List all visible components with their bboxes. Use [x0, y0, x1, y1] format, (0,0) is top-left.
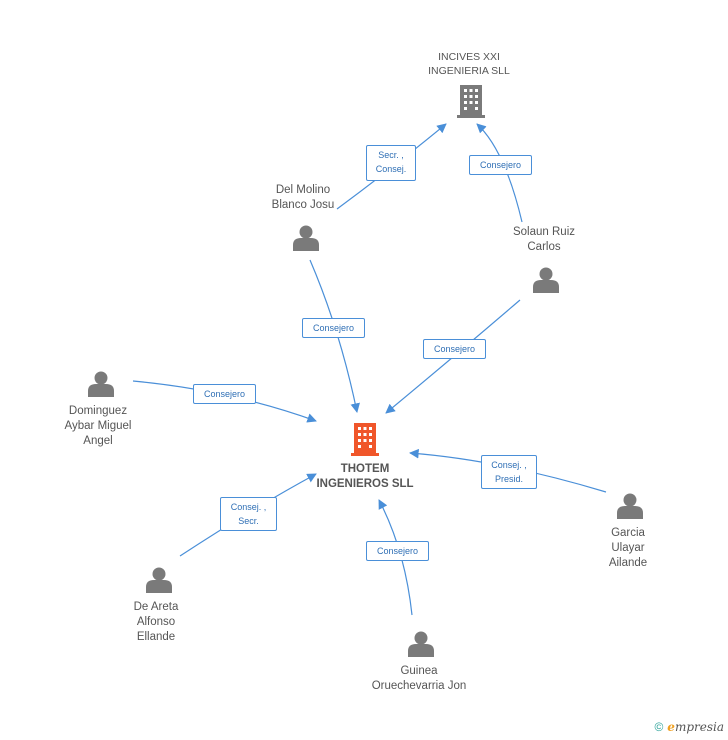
person-label-solaun[interactable]: Solaun Ruiz Carlos	[512, 226, 575, 253]
person-icon[interactable]	[617, 493, 643, 520]
person-label-guinea[interactable]: Guinea Oruechevarria Jon	[371, 665, 467, 692]
building-icon[interactable]	[457, 85, 485, 118]
edge-label-consejero: Consejero	[193, 384, 256, 404]
edge-label-consejero: Consejero	[302, 318, 365, 338]
person-label-dominguez[interactable]: Dominguez Aybar Miguel Angel	[64, 405, 132, 447]
person-icon[interactable]	[293, 225, 319, 252]
edge-label-consej-presid: Consej. , Presid.	[481, 455, 537, 489]
edge-label-consejero: Consejero	[423, 339, 486, 359]
person-icon[interactable]	[408, 631, 434, 658]
person-icon[interactable]	[533, 267, 559, 294]
edge-label-consejero: Consejero	[366, 541, 429, 561]
person-label-de-areta[interactable]: De Areta Alfonso Ellande	[133, 601, 179, 643]
edge-label-secr-consej: Secr. , Consej.	[366, 145, 416, 181]
copyright-footer: © empresia	[654, 720, 724, 734]
person-icon[interactable]	[146, 567, 172, 594]
person-label-garcia[interactable]: Garcia Ulayar Ailande	[608, 527, 648, 569]
company-label-thotem[interactable]: THOTEM INGENIEROS SLL	[316, 463, 414, 490]
person-icon[interactable]	[88, 371, 114, 398]
copyright-icon: ©	[654, 720, 664, 734]
building-icon[interactable]	[351, 423, 379, 456]
edge-label-consej-secr: Consej. , Secr.	[220, 497, 277, 531]
company-label-incives[interactable]: INCIVES XXI INGENIERIA SLL	[428, 51, 510, 77]
brand-logo[interactable]: empresia	[667, 720, 724, 734]
edge-label-consejero: Consejero	[469, 155, 532, 175]
person-label-del-molino[interactable]: Del Molino Blanco Josu	[271, 184, 335, 211]
